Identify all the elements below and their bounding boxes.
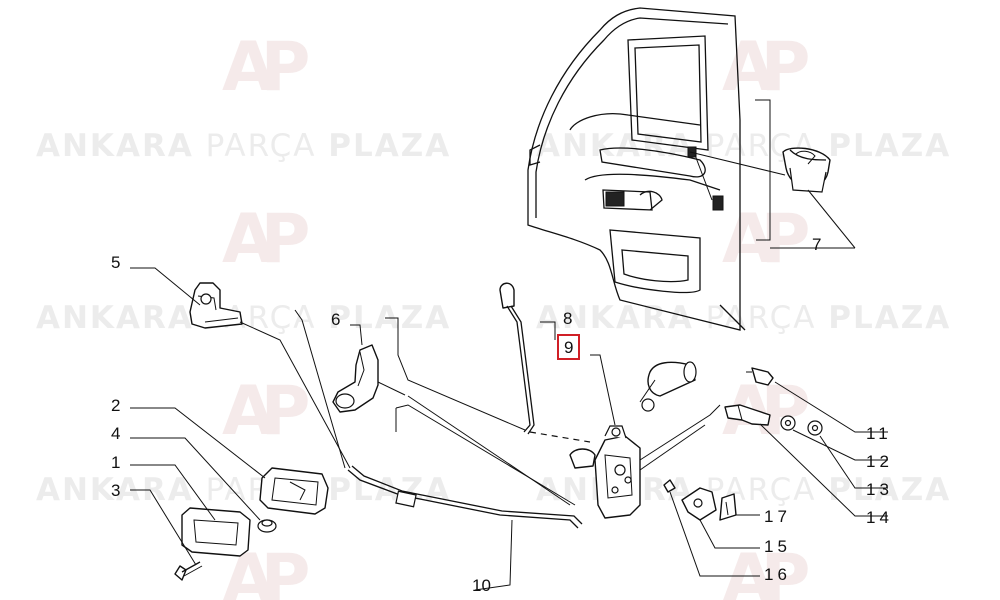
callout-13: 13 [866,480,893,499]
callout-9-selected[interactable]: 9 [557,334,581,360]
lock-cylinder [639,361,697,412]
callout-4: 4 [111,424,121,443]
part-8-rod [499,282,591,443]
callout-12: 12 [866,452,893,471]
callout-10: 10 [472,576,491,595]
part-7-plug [689,99,856,249]
part-3-screw [130,489,203,581]
callout-6: 6 [331,310,341,329]
part-6-handle [332,317,526,431]
part-10-rod [294,309,583,591]
part-5-bracket [130,267,351,469]
callout-1: 1 [111,453,121,472]
part-9-lock [569,354,721,519]
part-2-housing [130,407,329,515]
door-illustration [527,7,746,331]
callout-11: 11 [866,424,892,443]
parts-15-17-striker [663,479,760,577]
part-4-grommet [130,437,277,533]
callout-14: 14 [866,508,893,527]
callout-8: 8 [563,309,573,328]
callout-3: 3 [111,481,121,500]
parts-11-14-fasteners [724,367,888,517]
callout-2: 2 [111,396,121,415]
part-1-bezel [130,464,251,557]
callout-15: 15 [764,537,791,556]
callout-17: 17 [764,507,791,526]
callout-5: 5 [111,253,121,272]
callout-16: 16 [764,565,791,584]
callout-7: 7 [812,235,822,254]
